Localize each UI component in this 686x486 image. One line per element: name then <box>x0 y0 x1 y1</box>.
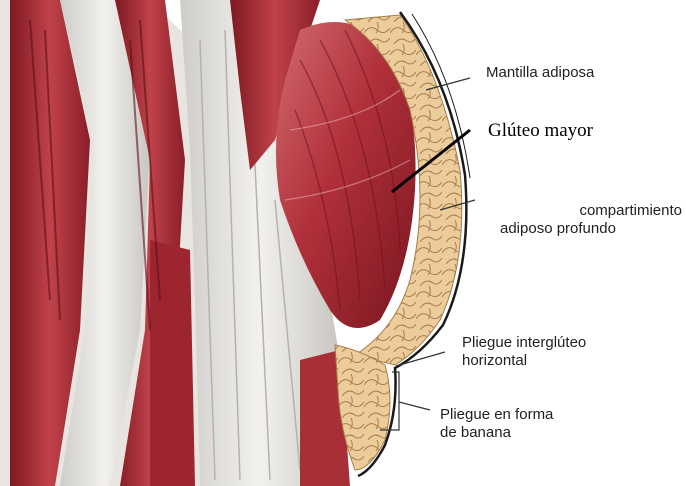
thigh-muscles <box>0 0 200 486</box>
label-gluteo-text: Glúteo mayor <box>488 120 593 141</box>
label-compartimiento-line1: compartimiento <box>500 202 682 220</box>
label-intergluteo-line1: Pliegue interglúteo <box>462 334 586 352</box>
label-gluteo-mayor: Glúteo mayor <box>488 122 593 140</box>
label-pliegue-banana: Pliegue en forma de banana <box>440 406 553 442</box>
label-mantilla-adiposa: Mantilla adiposa <box>486 64 594 82</box>
label-intergluteo-line2: horizontal <box>462 352 586 370</box>
label-compartimiento-line2: adiposo profundo <box>500 220 682 238</box>
label-compartimiento: compartimiento adiposo profundo <box>500 202 682 238</box>
label-banana-line2: de banana <box>440 424 553 442</box>
label-mantilla-text: Mantilla adiposa <box>486 64 594 81</box>
leader-banana <box>399 402 430 410</box>
label-pliegue-intergluteo: Pliegue interglúteo horizontal <box>462 334 586 370</box>
label-banana-line1: Pliegue en forma <box>440 406 553 424</box>
